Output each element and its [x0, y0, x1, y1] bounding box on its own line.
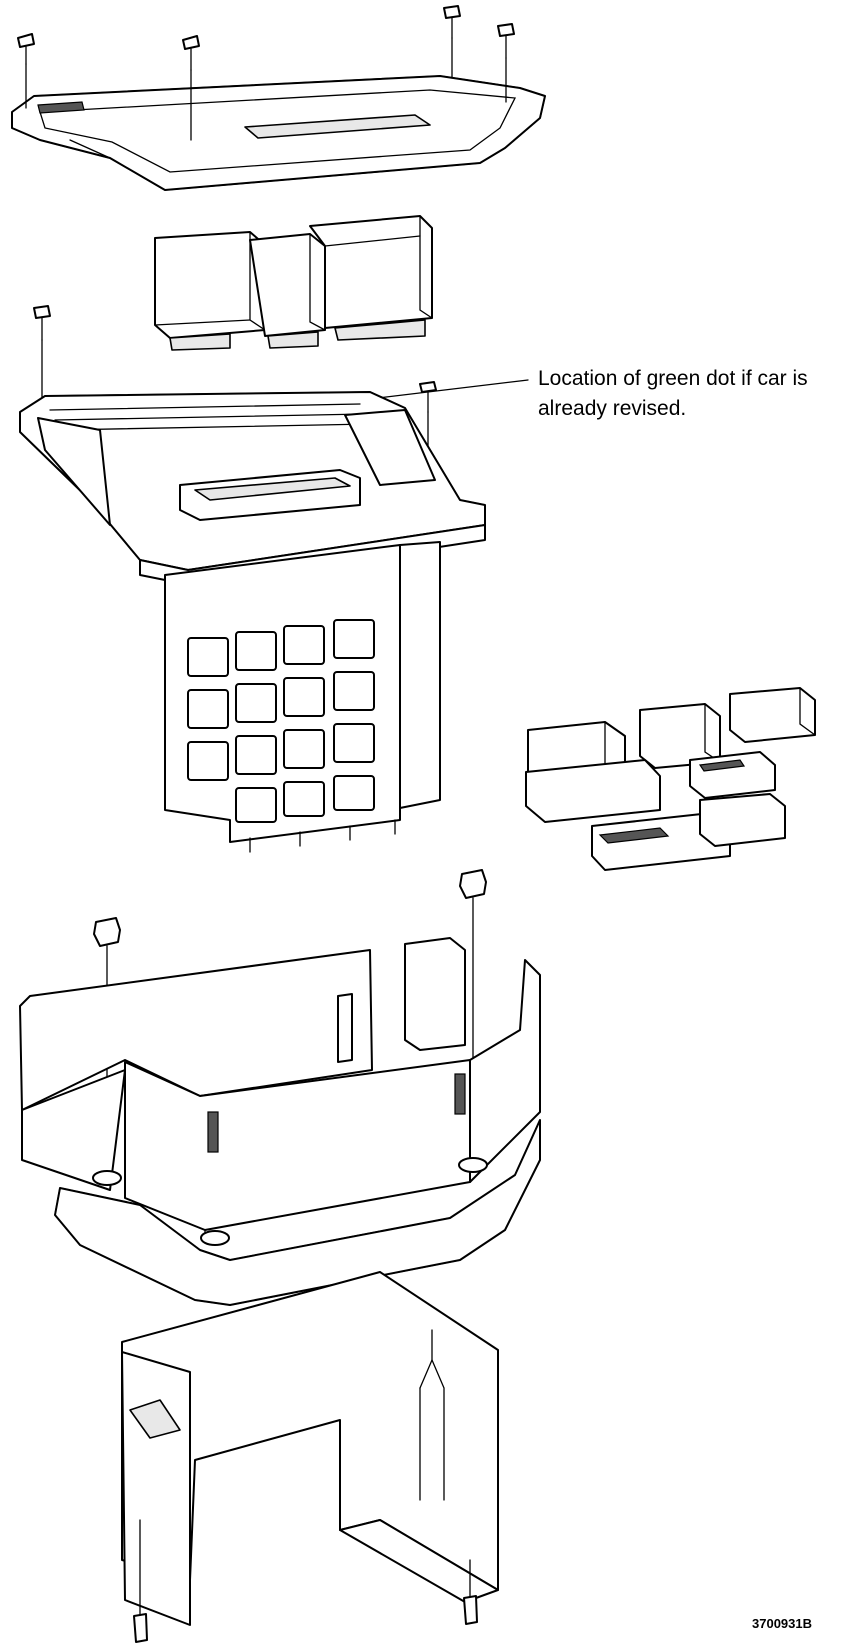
- top-cover-screw-1: [17, 33, 35, 109]
- top-cover-screw-4: [497, 23, 515, 103]
- callout-line-2: already revised.: [538, 397, 687, 420]
- bottom-cover-screw-left: [133, 1519, 148, 1643]
- upper-relays: [154, 215, 433, 351]
- relay-carrier: [19, 391, 486, 853]
- bottom-cover-screw-right: [463, 1559, 478, 1625]
- callout-line-1: Location of green dot if car is: [538, 367, 808, 390]
- loose-relays: [525, 687, 816, 871]
- bottom-cover: [121, 1271, 499, 1626]
- top-cover: [11, 75, 546, 191]
- fuse-socket-grid: [187, 619, 375, 823]
- green-dot-callout: Location of green dot if car is already …: [538, 364, 808, 424]
- top-cover-screw-2: [182, 35, 200, 141]
- callout-leader-line: [377, 379, 529, 399]
- figure-number: 3700931B: [752, 1616, 812, 1631]
- carrier-screw-left: [33, 305, 51, 401]
- top-cover-screw-3: [443, 5, 461, 79]
- main-housing: [19, 937, 541, 1306]
